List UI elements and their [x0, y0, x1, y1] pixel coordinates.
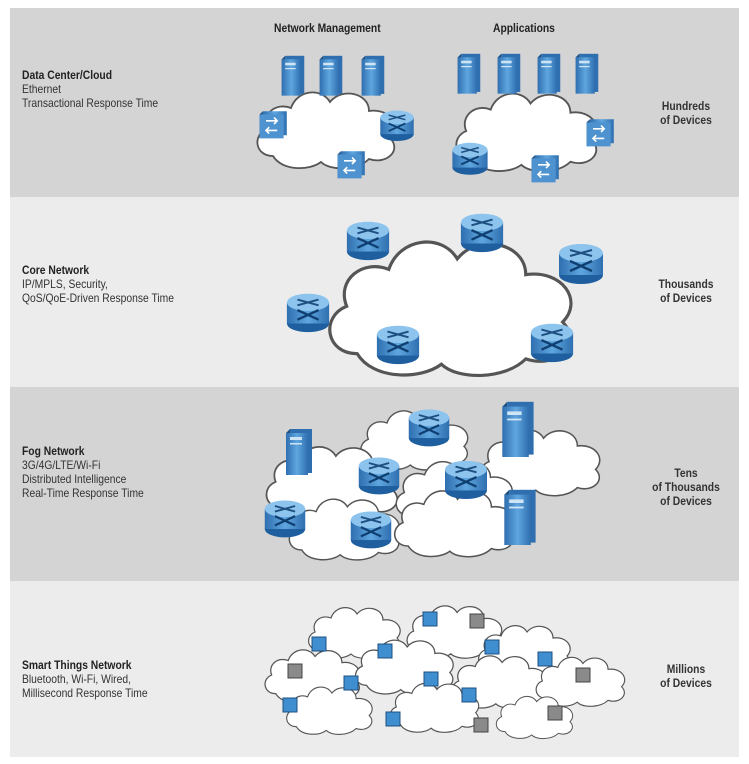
sensor-icon: [423, 671, 439, 687]
tier-scale-line: of Devices: [660, 494, 712, 508]
tier-title: Smart Things Network: [22, 658, 132, 672]
switch-icon: [258, 110, 288, 140]
server-icon: [502, 401, 534, 457]
sensor-icon: [461, 687, 477, 703]
tier-detail: Millisecond Response Time: [22, 686, 148, 700]
sensor-icon: [385, 711, 401, 727]
switch-icon: [336, 150, 366, 180]
smart-things-cloud-cluster: [264, 605, 626, 740]
router-icon: [345, 220, 391, 262]
sensor-icon: [311, 636, 327, 652]
fog-network-group: [263, 401, 601, 561]
router-icon: [407, 408, 451, 448]
router-icon: [349, 510, 393, 550]
server-icon: [286, 429, 312, 475]
server-icon: [361, 55, 385, 96]
tier-scale-line: of Devices: [660, 113, 712, 127]
server-icon: [537, 53, 561, 94]
router-icon: [375, 324, 421, 366]
tier-scale-line: of Thousands: [652, 480, 720, 494]
server-icon: [281, 55, 305, 96]
sensor-icon: [537, 651, 553, 667]
tier-scale-line: of Devices: [660, 676, 712, 690]
tier-label-data-center: Data Center/Cloud Ethernet Transactional…: [22, 68, 220, 110]
tier-title: Core Network: [22, 263, 90, 277]
router-icon: [451, 141, 489, 176]
sensor-icon: [547, 705, 563, 721]
router-icon: [443, 459, 489, 500]
router-icon: [557, 242, 605, 286]
tier-label-core-network: Core Network IP/MPLS, Security, QoS/QoE-…: [22, 263, 220, 305]
sensor-icon: [343, 675, 359, 691]
column-header-network-management: Network Management: [274, 21, 381, 35]
server-icon: [497, 53, 521, 94]
router-icon: [529, 322, 575, 364]
tier-scale-line: of Devices: [660, 291, 712, 305]
tier-scale-line: Hundreds: [661, 99, 711, 113]
tier-scale-core-network: Thousands of Devices: [643, 277, 729, 305]
tier-detail: 3G/4G/LTE/Wi-Fi: [22, 458, 101, 472]
sensor-icon: [422, 611, 438, 627]
sensor-icon: [575, 667, 591, 683]
sensor-icon: [377, 643, 393, 659]
server-icon: [457, 53, 481, 94]
tier-title: Fog Network: [22, 444, 85, 458]
tier-scale-data-center: Hundreds of Devices: [643, 99, 729, 127]
tier-scale-fog-network: Tens of Thousands of Devices: [643, 466, 729, 508]
tier-detail: Transactional Response Time: [22, 96, 159, 110]
data-center-cloud-group: [256, 53, 615, 184]
tier-detail: QoS/QoE-Driven Response Time: [22, 291, 175, 305]
tier-scale-line: Thousands: [658, 277, 714, 291]
router-icon: [263, 499, 307, 539]
tier-label-smart-things: Smart Things Network Bluetooth, Wi-Fi, W…: [22, 658, 220, 700]
sensor-icon: [473, 717, 489, 733]
smart-things-devices: [282, 611, 591, 733]
switch-icon: [530, 154, 560, 184]
core-network-group: [285, 212, 605, 376]
sensor-icon: [282, 697, 298, 713]
sensor-icon: [469, 613, 485, 629]
switch-icon: [585, 118, 615, 148]
tier-scale-line: Tens: [674, 466, 698, 480]
server-icon: [319, 55, 343, 96]
router-icon: [379, 109, 415, 142]
router-icon: [459, 212, 505, 254]
tier-detail: Real-Time Response Time: [22, 486, 144, 500]
tier-scale-smart-things: Millions of Devices: [643, 662, 729, 690]
sensor-icon: [287, 663, 303, 679]
router-icon: [357, 456, 401, 496]
server-icon: [504, 489, 536, 545]
router-icon: [285, 292, 331, 334]
server-icon: [575, 53, 599, 94]
tier-detail: IP/MPLS, Security,: [22, 277, 108, 291]
tier-scale-line: Millions: [666, 662, 706, 676]
sensor-icon: [484, 639, 500, 655]
tier-label-fog-network: Fog Network 3G/4G/LTE/Wi-Fi Distributed …: [22, 444, 220, 500]
column-header-applications: Applications: [493, 21, 555, 35]
tier-detail: Ethernet: [22, 82, 62, 96]
tier-title: Data Center/Cloud: [22, 68, 113, 82]
tier-detail: Distributed Intelligence: [22, 472, 127, 486]
tier-band-data-center: [10, 8, 739, 197]
tier-detail: Bluetooth, Wi-Fi, Wired,: [22, 672, 131, 686]
